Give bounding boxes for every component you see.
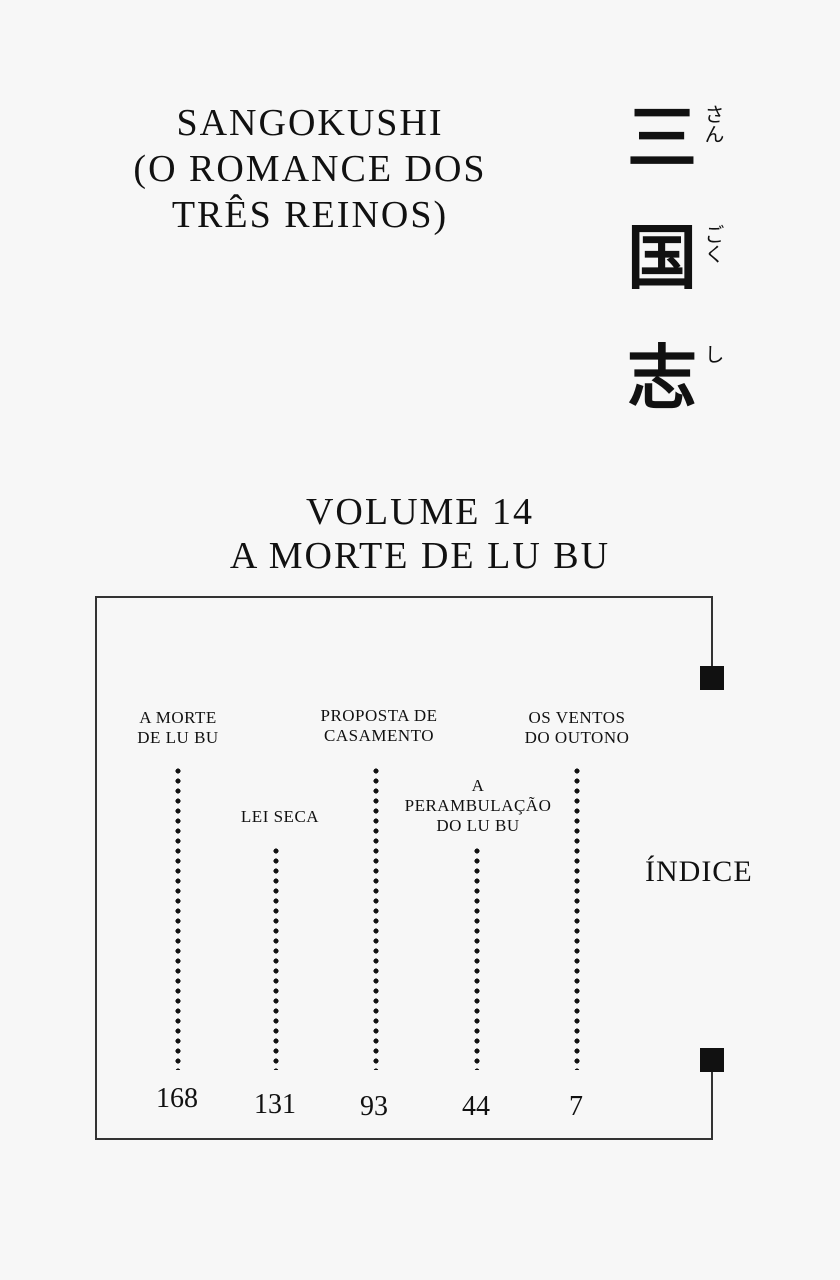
kanji-char: 国 <box>627 217 697 299</box>
chapter-title-line: DE LU BU <box>137 728 219 747</box>
kanji-title: 三 さん 国 ごく 志 し <box>622 98 732 458</box>
series-title: SANGOKUSHI (O ROMANCE DOS TRÊS REINOS) <box>100 100 520 238</box>
leader-dots <box>373 766 379 1070</box>
series-title-line-2: (O ROMANCE DOS <box>133 148 487 190</box>
chapter-title: OS VENTOS DO OUTONO <box>506 708 648 748</box>
furigana: し <box>701 344 725 364</box>
kanji-row-1: 三 さん <box>622 98 732 218</box>
volume-subtitle: A MORTE DE LU BU <box>229 535 611 577</box>
chapter-title: A PERAMBULAÇÃO DO LU BU <box>398 776 558 836</box>
chapter-page-number: 93 <box>360 1091 388 1122</box>
chapter-page-number: 7 <box>569 1091 583 1122</box>
chapter-title-line: PERAMBULAÇÃO <box>404 796 552 815</box>
chapter-title: PROPOSTA DE CASAMENTO <box>304 706 454 746</box>
kanji-char: 三 <box>627 97 697 179</box>
kanji-char: 志 <box>627 337 697 419</box>
furigana: ごく <box>701 224 725 264</box>
chapter-title-line: PROPOSTA DE <box>320 706 438 725</box>
frame-marker-bottom <box>700 1048 724 1072</box>
chapter-page-number: 131 <box>254 1089 296 1120</box>
volume-heading: VOLUME 14 A MORTE DE LU BU <box>160 490 680 578</box>
kanji-row-3: 志 し <box>622 338 732 458</box>
chapter-title-line: A MORTE <box>139 708 217 727</box>
chapter-title: A MORTE DE LU BU <box>118 708 238 748</box>
leader-dots <box>175 766 181 1070</box>
chapter-title-line: DO OUTONO <box>524 728 630 747</box>
leader-dots <box>273 846 279 1070</box>
kanji-row-2: 国 ごく <box>622 218 732 338</box>
contents-heading: ÍNDICE <box>645 855 753 888</box>
series-title-line-1: SANGOKUSHI <box>176 102 444 144</box>
chapter-title: LEI SECA <box>220 807 340 827</box>
furigana: さん <box>701 104 725 144</box>
frame-marker-top <box>700 666 724 690</box>
chapter-title-line: OS VENTOS <box>528 708 626 727</box>
chapter-page-number: 168 <box>156 1083 198 1114</box>
chapter-title-line: DO LU BU <box>436 816 520 835</box>
contents-frame <box>95 596 713 1140</box>
frame-right-edge-bottom <box>711 1068 713 1140</box>
leader-dots <box>574 766 580 1070</box>
frame-right-edge-top <box>711 596 713 668</box>
leader-dots <box>474 846 480 1070</box>
chapter-title-line: A <box>471 776 485 795</box>
chapter-title-line: CASAMENTO <box>324 726 434 745</box>
chapter-page-number: 44 <box>462 1091 490 1122</box>
series-title-line-3: TRÊS REINOS) <box>171 194 449 236</box>
volume-number: VOLUME 14 <box>305 491 535 533</box>
chapter-title-line: LEI SECA <box>240 807 320 826</box>
